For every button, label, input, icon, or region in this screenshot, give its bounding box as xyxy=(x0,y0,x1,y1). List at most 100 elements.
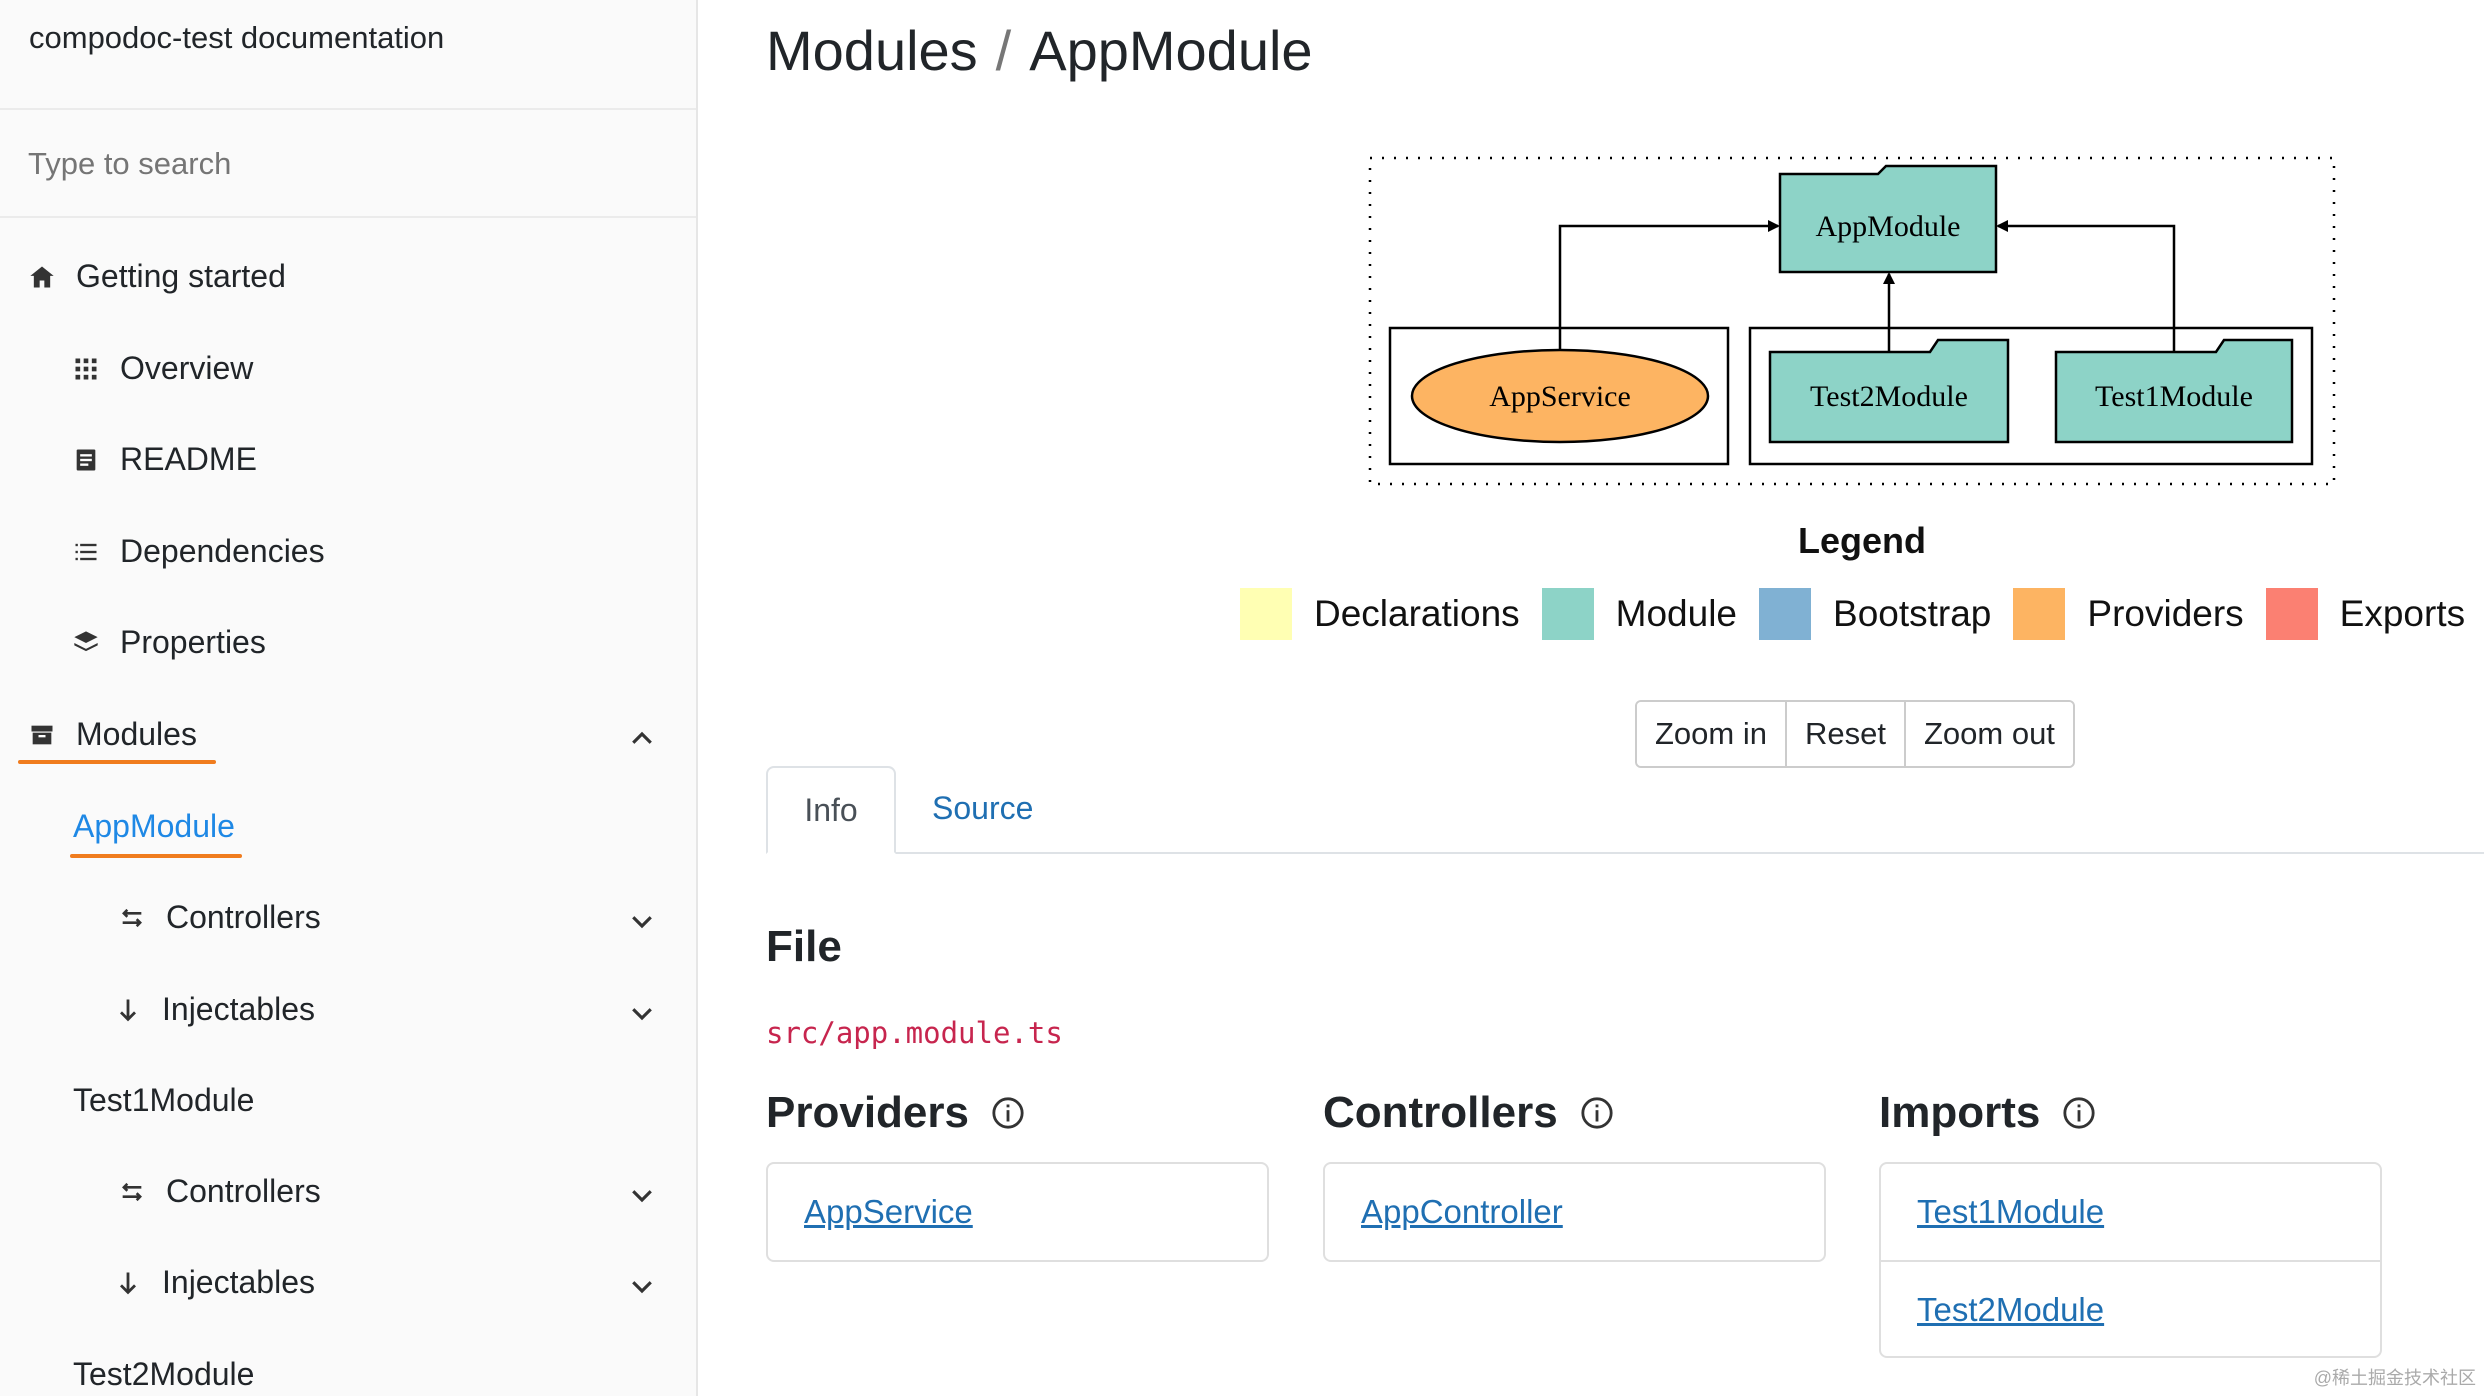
sidebar-item-properties[interactable]: Properties xyxy=(70,624,266,661)
legend-label: Declarations xyxy=(1314,593,1520,634)
import-link[interactable]: Test1Module xyxy=(1917,1193,2105,1230)
import-module-node xyxy=(1768,338,2010,444)
sidebar-item-label: Test1Module xyxy=(73,1082,255,1118)
graph-edge xyxy=(1996,220,2176,352)
sidebar-item-label: Dependencies xyxy=(120,533,325,569)
reset-button[interactable]: Reset xyxy=(1786,702,1906,766)
tab-info[interactable]: Info xyxy=(766,766,896,854)
chevron-down-icon[interactable] xyxy=(627,906,657,936)
zoom-out-button[interactable]: Zoom out xyxy=(1905,702,2073,766)
controller-link[interactable]: AppController xyxy=(1361,1193,1563,1230)
providers-list: AppService xyxy=(766,1162,1269,1262)
zoom-in-button[interactable]: Zoom in xyxy=(1637,702,1787,766)
legend-label: Bootstrap xyxy=(1833,593,1992,634)
legend-swatch-exports xyxy=(2265,588,2318,640)
list-icon xyxy=(70,536,102,568)
sidebar-item-readme[interactable]: README xyxy=(70,441,257,478)
sidebar-item-appmodule-controllers[interactable]: Controllers xyxy=(116,899,321,936)
sidebar-item-label: Modules xyxy=(76,716,197,752)
legend-swatch-providers xyxy=(2013,588,2066,640)
graph-edge xyxy=(1558,220,1780,350)
appmodule-underline xyxy=(70,854,242,858)
legend-label: Providers xyxy=(2087,593,2244,634)
sidebar-item-test1module[interactable]: Test1Module xyxy=(73,1082,254,1119)
sidebar-item-label: Test2Module xyxy=(73,1356,255,1392)
root-module-node xyxy=(1778,164,1998,274)
legend-label: Module xyxy=(1615,593,1738,634)
sidebar-item-label: Getting started xyxy=(76,258,286,294)
arrow-down-icon xyxy=(112,1267,144,1299)
chevron-up-icon[interactable] xyxy=(627,724,657,754)
sidebar-item-label: Properties xyxy=(120,624,266,660)
swap-arrows-icon xyxy=(116,902,148,934)
section-title: Controllers xyxy=(1323,1088,1558,1137)
sidebar-item-label: Controllers xyxy=(166,1173,321,1209)
chevron-down-icon[interactable] xyxy=(627,998,657,1028)
breadcrumb-current: AppModule xyxy=(1029,19,1313,82)
graph-provider-label: AppService xyxy=(1489,380,1631,413)
dependency-graph[interactable]: AppModule AppService Test2Module Test1Mo… xyxy=(1368,154,2338,494)
imports-cluster xyxy=(1748,326,2314,466)
chevron-down-icon[interactable] xyxy=(627,1180,657,1210)
legend: Declarations Module Bootstrap Providers … xyxy=(1240,588,2484,640)
graph-root-label: AppModule xyxy=(1816,210,1961,243)
chevron-down-icon[interactable] xyxy=(627,1271,657,1301)
sidebar-item-getting-started[interactable]: Getting started xyxy=(26,258,286,295)
sidebar-title[interactable]: compodoc-test documentation xyxy=(29,20,445,55)
arrow-down-icon xyxy=(112,994,144,1026)
sidebar: compodoc-test documentation Getting star… xyxy=(0,0,698,1396)
tab-source[interactable]: Source xyxy=(932,790,1034,826)
search-input[interactable] xyxy=(26,140,650,188)
archive-icon xyxy=(26,719,58,751)
info-icon[interactable] xyxy=(1580,1096,1614,1130)
sidebar-item-test1module-injectables[interactable]: Injectables xyxy=(112,1264,315,1301)
sidebar-item-appmodule-injectables[interactable]: Injectables xyxy=(112,991,315,1028)
sidebar-item-label: Injectables xyxy=(162,1264,315,1300)
file-path: src/app.module.ts xyxy=(766,1016,1063,1050)
info-icon[interactable] xyxy=(991,1096,1025,1130)
graph-outer-frame xyxy=(1368,156,2336,486)
legend-swatch-module xyxy=(1541,588,1594,640)
breadcrumb: Modules / AppModule xyxy=(766,18,1313,83)
home-icon xyxy=(26,261,58,293)
section-title: Imports xyxy=(1879,1088,2041,1137)
sidebar-item-label: Controllers xyxy=(166,899,321,935)
list-item: AppService xyxy=(768,1164,1267,1260)
breadcrumb-separator: / xyxy=(995,19,1012,82)
sidebar-item-dependencies[interactable]: Dependencies xyxy=(70,533,325,570)
modules-underline xyxy=(18,760,216,764)
sidebar-item-label: AppModule xyxy=(73,808,235,844)
graph-import-label: Test2Module xyxy=(1810,380,1968,413)
sidebar-item-appmodule[interactable]: AppModule xyxy=(73,808,235,845)
graph-import-label: Test1Module xyxy=(2095,380,2253,413)
info-icon[interactable] xyxy=(2062,1096,2096,1130)
watermark: @稀土掘金技术社区 xyxy=(2313,1368,2476,1388)
layers-icon xyxy=(70,627,102,659)
sidebar-item-overview[interactable]: Overview xyxy=(70,350,253,387)
providers-heading: Providers xyxy=(766,1088,1025,1138)
search-box xyxy=(0,108,696,218)
provider-link[interactable]: AppService xyxy=(804,1193,973,1230)
list-item: Test1Module xyxy=(1881,1164,2380,1260)
sidebar-item-modules[interactable]: Modules xyxy=(26,716,197,753)
tabs-divider xyxy=(766,852,2484,854)
legend-label: Exports xyxy=(2339,593,2466,634)
section-title: Providers xyxy=(766,1088,969,1137)
imports-list: Test1Module Test2Module xyxy=(1879,1162,2382,1358)
import-link[interactable]: Test2Module xyxy=(1917,1291,2105,1328)
grid-icon xyxy=(70,353,102,385)
list-item: AppController xyxy=(1325,1164,1824,1260)
sidebar-item-test2module[interactable]: Test2Module xyxy=(73,1356,254,1393)
legend-swatch-bootstrap xyxy=(1759,588,1812,640)
legend-title: Legend xyxy=(1798,520,1927,561)
controllers-list: AppController xyxy=(1323,1162,1826,1262)
sidebar-item-label: README xyxy=(120,441,257,477)
breadcrumb-parent[interactable]: Modules xyxy=(766,19,978,82)
import-module-node xyxy=(2054,338,2294,444)
swap-arrows-icon xyxy=(116,1176,148,1208)
zoom-controls: Zoom in Reset Zoom out xyxy=(1635,700,2075,768)
sidebar-item-test1module-controllers[interactable]: Controllers xyxy=(116,1173,321,1210)
sidebar-item-label: Overview xyxy=(120,350,254,386)
book-icon xyxy=(70,444,102,476)
file-heading: File xyxy=(766,922,842,971)
